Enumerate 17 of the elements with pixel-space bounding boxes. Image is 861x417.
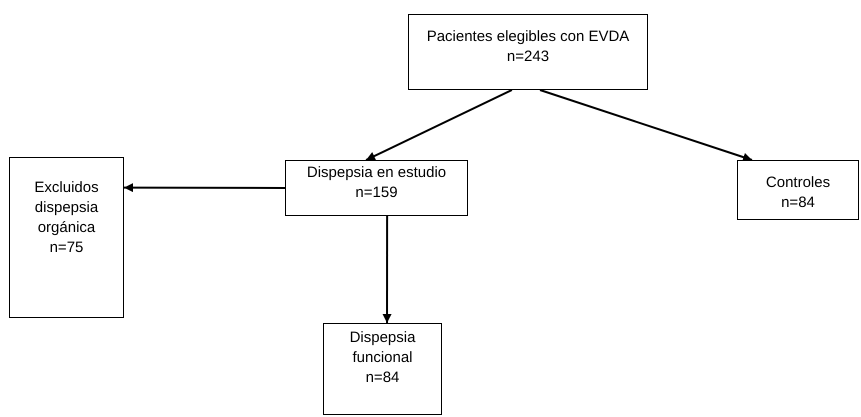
node-text: n=75 [50, 238, 84, 258]
node-text: Pacientes elegibles con EVDA [426, 27, 630, 47]
process-box [285, 160, 468, 216]
arrow [382, 216, 392, 323]
process-box [408, 14, 648, 90]
node-text: Dispepsia en estudio [306, 163, 446, 183]
node-text: n=84 [781, 193, 815, 213]
node-text: Controles [766, 173, 830, 193]
arrow [366, 89, 512, 161]
node-text: n=84 [366, 368, 400, 388]
node-text: n=243 [506, 47, 550, 67]
process-box [9, 157, 124, 318]
process-box [323, 323, 442, 415]
node-text: n=159 [355, 183, 398, 203]
process-box [737, 160, 859, 220]
arrow [540, 89, 752, 162]
arrow [124, 183, 285, 192]
